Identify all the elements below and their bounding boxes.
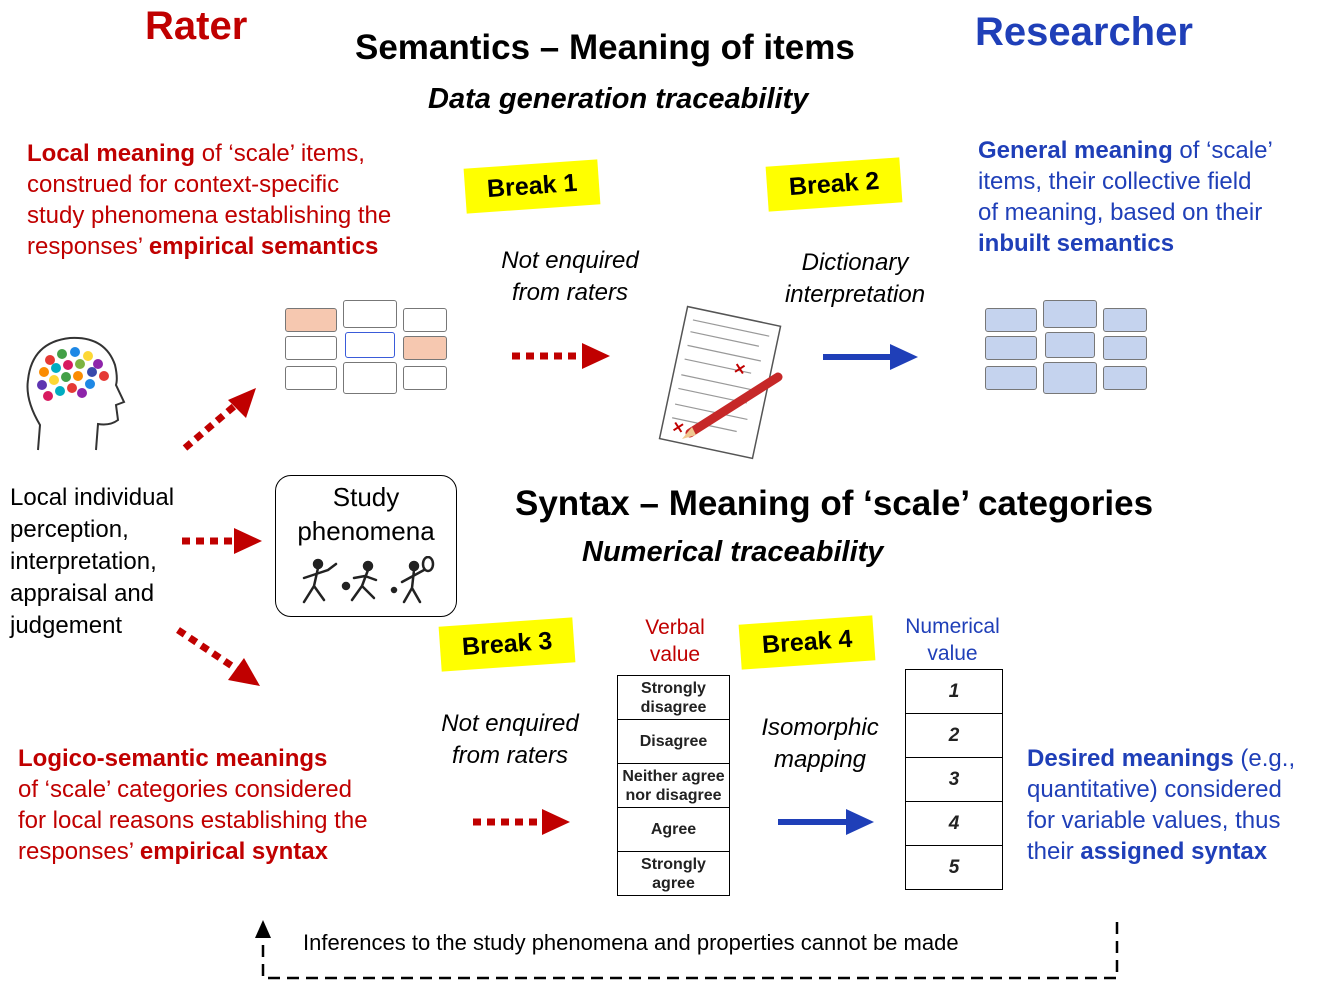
questionnaire-pencil-icon: [658, 305, 783, 460]
researcher-heading: Researcher: [975, 10, 1193, 54]
verbal-row: Agree: [617, 807, 730, 852]
syntax-subtitle: Numerical traceability: [582, 536, 884, 568]
red-dotted-arrow-middle: [182, 528, 262, 554]
numerical-row: 1: [905, 669, 1003, 714]
local-meaning-text: Local meaning of ‘scale’ items, construe…: [27, 140, 392, 260]
inferences-footer-text: Inferences to the study phenomena and pr…: [303, 930, 959, 955]
desired-meanings-text: Desired meanings (e.g., quantitative) co…: [1027, 745, 1296, 865]
semantics-subtitle: Data generation traceability: [428, 83, 809, 115]
sports-figures-icon: [302, 556, 435, 604]
blue-arrow-break4: [778, 809, 874, 835]
red-dotted-arrow-lower: [176, 627, 260, 686]
numerical-row: 5: [905, 845, 1003, 890]
numerical-scale-table: 1 2 3 4 5: [905, 669, 1003, 890]
numerical-row: 3: [905, 757, 1003, 802]
syntax-title: Syntax – Meaning of ‘scale’ categories: [515, 484, 1154, 523]
rater-heading: Rater: [145, 4, 248, 48]
verbal-row: Disagree: [617, 719, 730, 764]
break-2-label: Break 2: [765, 157, 903, 212]
red-dotted-arrow-upper: [182, 388, 256, 451]
semantics-title: Semantics – Meaning of items: [355, 28, 855, 67]
rater-mindmap-thumbnail: [285, 300, 447, 400]
break-4-label: Break 4: [738, 615, 876, 670]
general-meaning-text: General meaning of ‘scale’ items, their …: [978, 137, 1273, 257]
blue-arrow-break2: [823, 344, 918, 370]
break-3-label: Break 3: [438, 617, 576, 672]
numerical-row: 4: [905, 801, 1003, 846]
red-dotted-arrow-break3: [473, 809, 570, 835]
head-brain-icon: [26, 336, 126, 451]
break-1-label: Break 1: [463, 159, 601, 214]
red-dotted-arrow-break1: [512, 343, 610, 369]
numerical-row: 2: [905, 713, 1003, 758]
researcher-mindmap-thumbnail: [985, 300, 1150, 400]
logico-semantic-text: Logico-semantic meanings of ‘scale’ cate…: [18, 745, 368, 865]
